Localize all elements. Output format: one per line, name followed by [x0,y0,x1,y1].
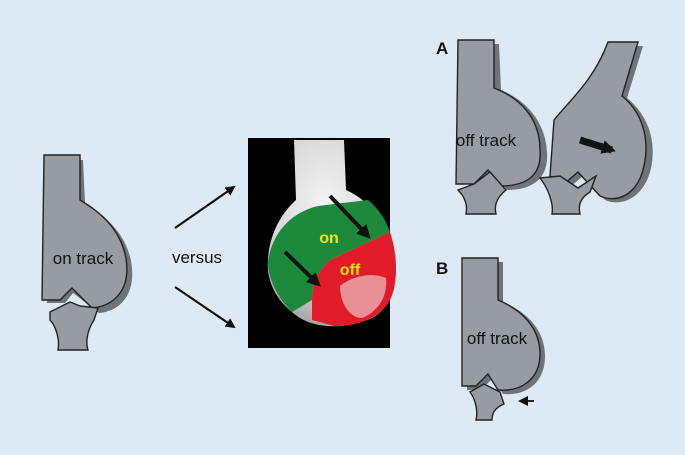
off-track-label-a: off track [456,131,517,150]
photo-arrow-upper [328,194,371,239]
panel-b-glenoid [468,383,505,421]
panel-b-humerus: off track [461,257,545,395]
on-track-label: on track [53,249,114,268]
panel-a-glenoid-2 [538,174,598,215]
humeral-head-photo: on off [248,138,396,348]
photo-arrow-lower [283,250,321,287]
on-zone-label: on [319,230,339,247]
lower-arrow [174,286,236,329]
upper-arrow [174,185,236,229]
panel-b-label: B [436,259,448,278]
panel-a-humerus-2 [549,41,653,203]
panel-a-humerus-1: off track [455,39,548,190]
versus-label: versus [172,248,222,267]
off-zone-label: off [340,262,361,279]
off-track-label-b: off track [467,329,528,348]
panel-a-glenoid-1 [456,171,508,215]
displacement-arrow [578,136,616,154]
on-track-humerus: on track [41,154,133,313]
on-track-glenoid [49,301,99,351]
panel-a-label: A [436,39,448,58]
